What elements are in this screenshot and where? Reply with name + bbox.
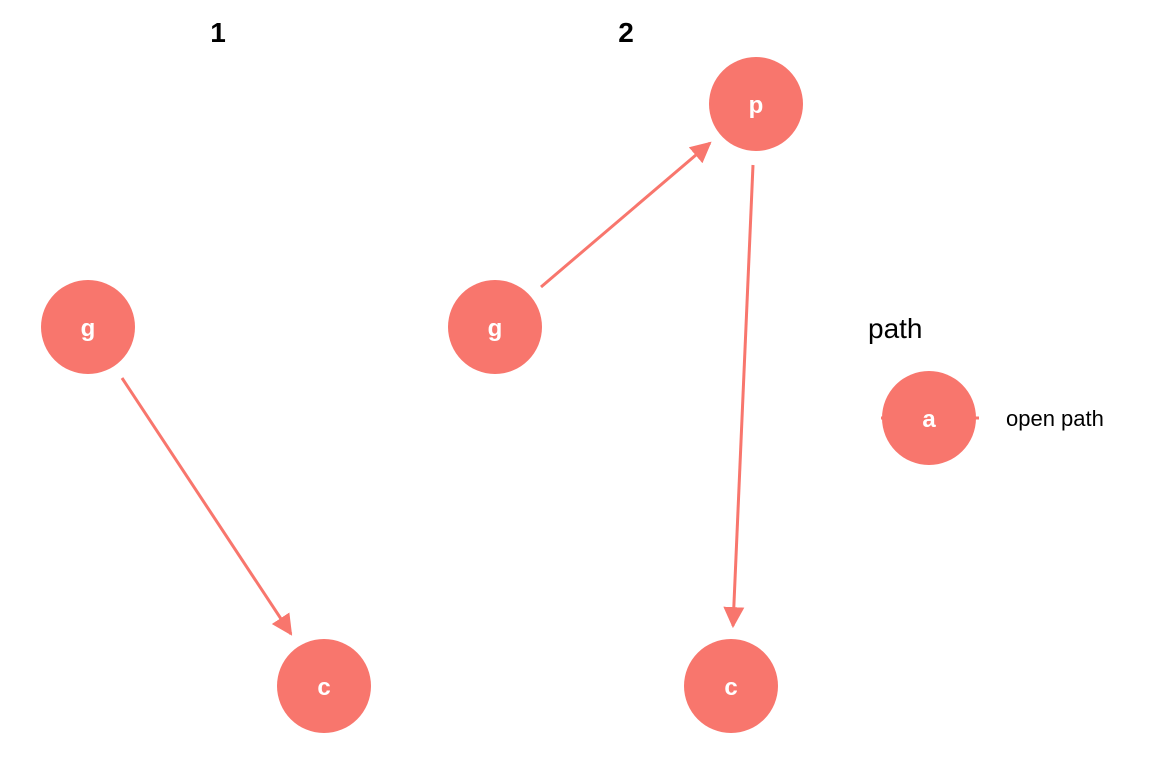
edge-g-to-p <box>540 141 712 289</box>
panel-2: 2 p g c <box>448 17 803 733</box>
node-c: c <box>277 639 371 733</box>
node-g-label: g <box>488 315 503 342</box>
node-p-label: p <box>749 92 764 119</box>
node-g: g <box>41 280 135 374</box>
node-c-label: c <box>317 674 330 701</box>
node-g-label: g <box>81 315 96 342</box>
panel-2-title: 2 <box>618 17 634 48</box>
node-g: g <box>448 280 542 374</box>
panel-1: 1 g c <box>41 17 371 733</box>
node-c: c <box>684 639 778 733</box>
panel-1-title: 1 <box>210 17 226 48</box>
node-c-label: c <box>724 674 737 701</box>
edge-g-to-c <box>120 377 293 636</box>
legend-key-circle <box>882 371 976 465</box>
legend-key-open-path: a <box>881 371 979 465</box>
legend-item-label: open path <box>1006 406 1104 431</box>
legend-title: path <box>868 313 923 344</box>
legend: path a open path <box>868 313 1104 465</box>
edge-p-to-c <box>723 164 755 629</box>
node-p: p <box>709 57 803 151</box>
legend-key-label: a <box>922 406 936 433</box>
